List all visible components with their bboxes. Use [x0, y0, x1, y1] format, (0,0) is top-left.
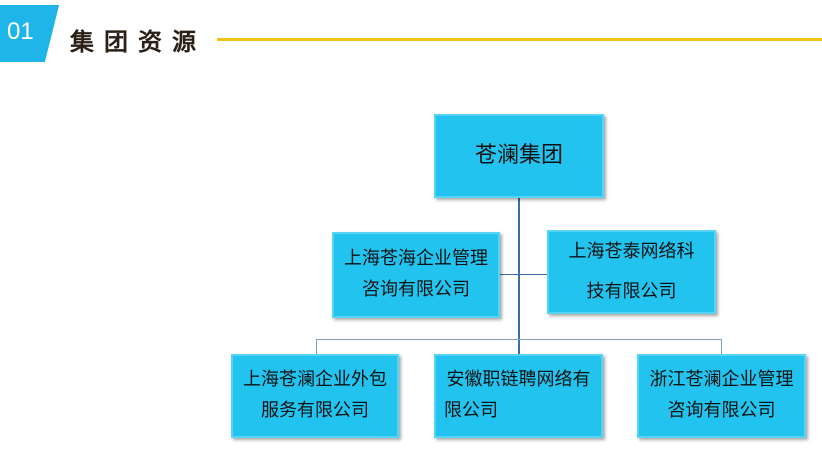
node-label-line1: 上海苍澜企业外包	[243, 369, 387, 391]
org-node-level1: 上海苍泰网络科 技有限公司	[547, 230, 716, 314]
org-node-root: 苍澜集团	[434, 114, 604, 198]
node-label-line2: 技有限公司	[586, 281, 677, 302]
node-label-line1: 安徽职链聘网络有	[446, 369, 591, 391]
org-node-level1: 上海苍海企业管理 咨询有限公司	[332, 232, 500, 318]
node-label: 苍澜集团	[474, 143, 563, 169]
org-node-level2: 安徽职链聘网络有 限公司	[434, 354, 603, 438]
connector-level1	[500, 274, 547, 275]
section-title: 集团资源	[70, 28, 206, 56]
node-label-line1: 上海苍泰网络科	[568, 241, 695, 263]
node-label-line2: 限公司	[444, 400, 498, 421]
node-label-line2: 咨询有限公司	[362, 279, 470, 300]
node-label-line1: 浙江苍澜企业管理	[649, 369, 794, 391]
node-label-line2: 咨询有限公司	[667, 400, 776, 421]
title-rule	[217, 38, 822, 41]
node-label-line2: 服务有限公司	[261, 400, 369, 421]
section-number: 01	[7, 18, 34, 45]
org-node-level2: 上海苍澜企业外包 服务有限公司	[231, 354, 399, 438]
connector-drop-right	[721, 339, 722, 354]
node-label-line1: 上海苍海企业管理	[344, 248, 488, 270]
connector-drop-left	[316, 339, 317, 354]
org-node-level2: 浙江苍澜企业管理 咨询有限公司	[637, 354, 806, 438]
connector-vertical	[518, 198, 520, 354]
connector-level2	[316, 339, 722, 340]
